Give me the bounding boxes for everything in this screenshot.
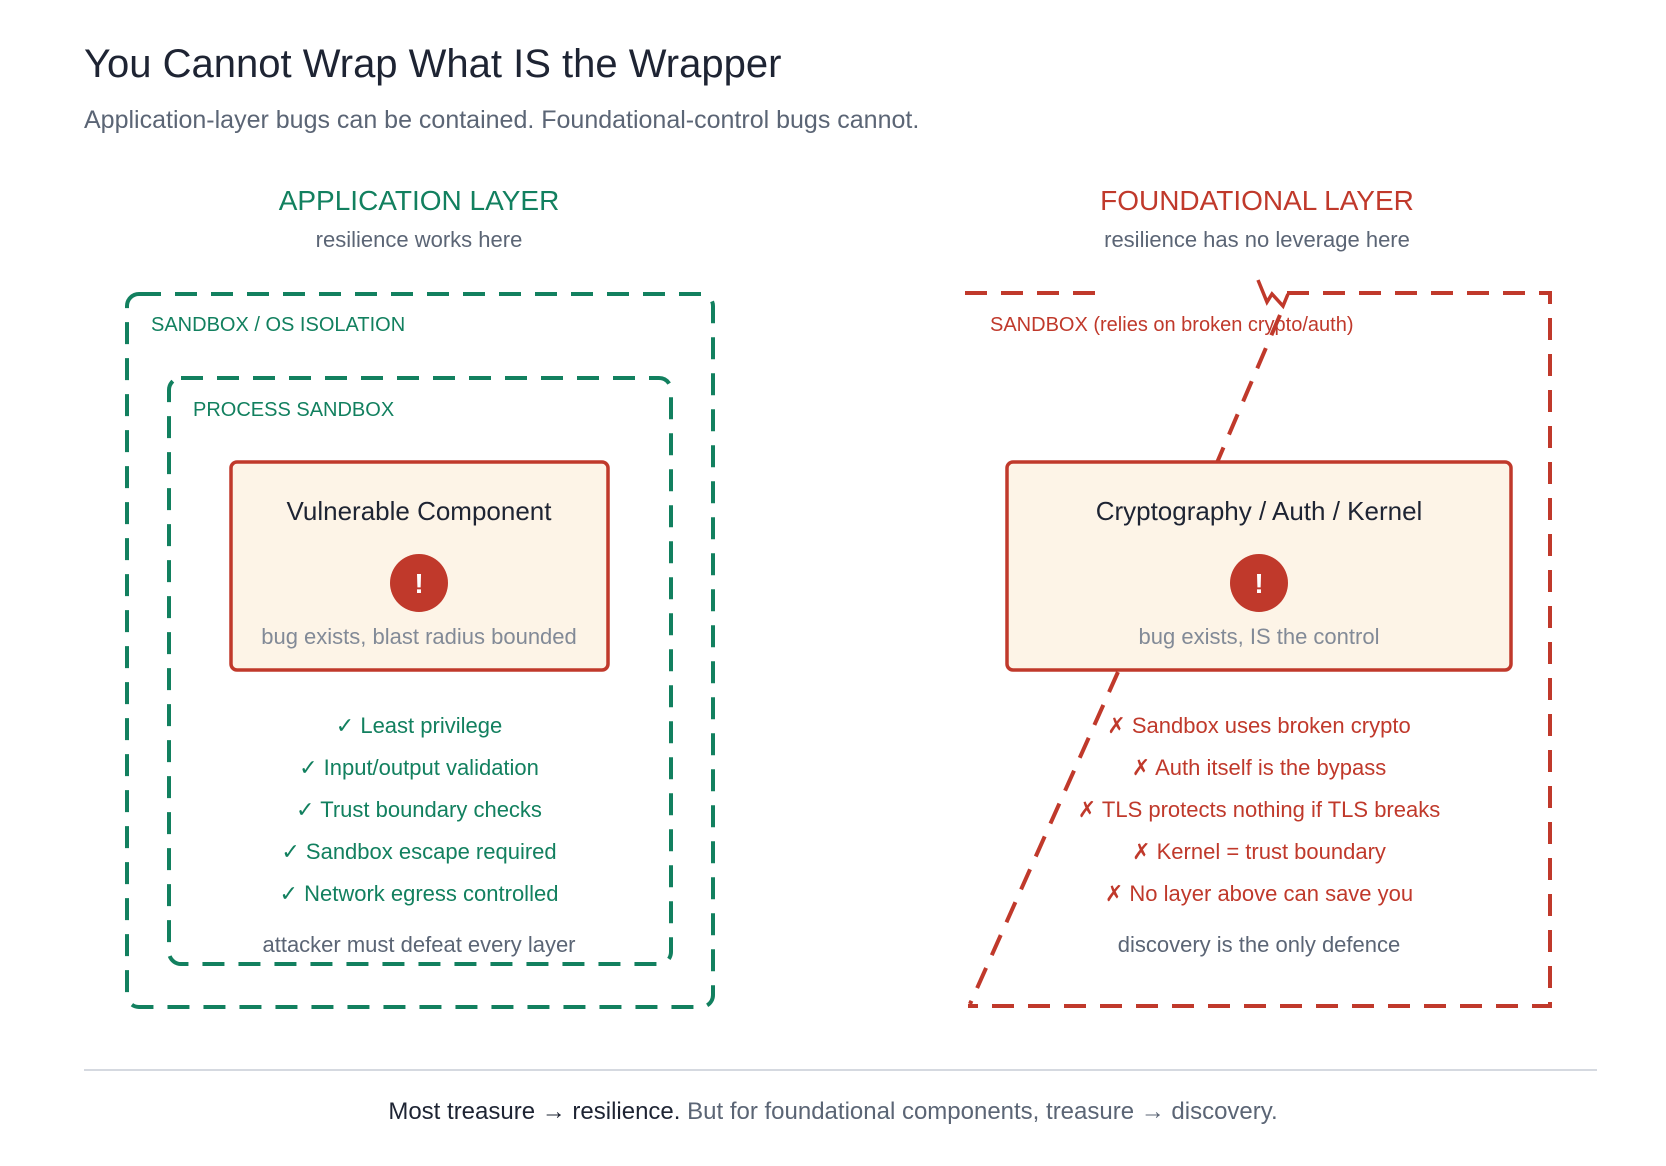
- page-subtitle: Application-layer bugs can be contained.…: [84, 106, 920, 134]
- footer-note: Most treasure → resilience. But for foun…: [0, 1098, 1666, 1126]
- vulnerable-component-title: Vulnerable Component: [287, 496, 553, 526]
- check-item: ✓ Least privilege: [336, 713, 502, 738]
- application-layer-panel: APPLICATION LAYER resilience works here …: [125, 185, 715, 1009]
- broken-sandbox-boundary: [965, 291, 1552, 1008]
- os-isolation-label: SANDBOX / OS ISOLATION: [151, 314, 405, 336]
- alert-glyph: !: [414, 568, 423, 599]
- foundational-layer-caption: resilience has no leverage here: [1104, 227, 1410, 252]
- process-sandbox-label: PROCESS SANDBOX: [193, 399, 394, 421]
- page-title: You Cannot Wrap What IS the Wrapper: [84, 42, 782, 86]
- check-item: ✓ Sandbox escape required: [281, 839, 556, 864]
- failure-item: ✗ No layer above can save you: [1105, 881, 1413, 906]
- foundational-layer-panel: FOUNDATIONAL LAYER resilience has no lev…: [965, 185, 1552, 1008]
- exclamation-icon: !: [1230, 554, 1288, 612]
- foundational-component-note: bug exists, IS the control: [1139, 624, 1380, 649]
- os-isolation-boundary: [125, 292, 715, 1009]
- exclamation-icon: !: [390, 554, 448, 612]
- process-sandbox-boundary: [167, 376, 673, 966]
- vulnerable-component-note: bug exists, blast radius bounded: [261, 624, 577, 649]
- foundational-layer-heading: FOUNDATIONAL LAYER: [1100, 185, 1414, 216]
- failure-item: ✗ Auth itself is the bypass: [1132, 755, 1386, 780]
- application-layer-heading: APPLICATION LAYER: [279, 185, 560, 216]
- fracture-line: [968, 671, 1120, 1005]
- application-layer-caption: resilience works here: [316, 227, 523, 252]
- check-item: ✓ Input/output validation: [299, 755, 539, 780]
- footer-strong: Most treasure → resilience.: [388, 1098, 681, 1125]
- alert-glyph: !: [1254, 568, 1263, 599]
- failure-item: ✗ Sandbox uses broken crypto: [1107, 713, 1410, 738]
- fracture-line: [1214, 314, 1282, 466]
- broken-sandbox-label: SANDBOX (relies on broken crypto/auth): [990, 314, 1354, 336]
- footer-rest: But for foundational components, treasur…: [680, 1098, 1278, 1125]
- foundational-component-title: Cryptography / Auth / Kernel: [1096, 496, 1423, 526]
- failure-item: ✗ TLS protects nothing if TLS breaks: [1078, 797, 1440, 822]
- right-footnote: discovery is the only defence: [1118, 932, 1401, 957]
- crack-mark: [1256, 279, 1290, 310]
- left-footnote: attacker must defeat every layer: [262, 932, 575, 957]
- failure-item: ✗ Kernel = trust boundary: [1132, 839, 1386, 864]
- check-item: ✓ Trust boundary checks: [296, 797, 542, 822]
- check-item: ✓ Network egress controlled: [280, 881, 559, 906]
